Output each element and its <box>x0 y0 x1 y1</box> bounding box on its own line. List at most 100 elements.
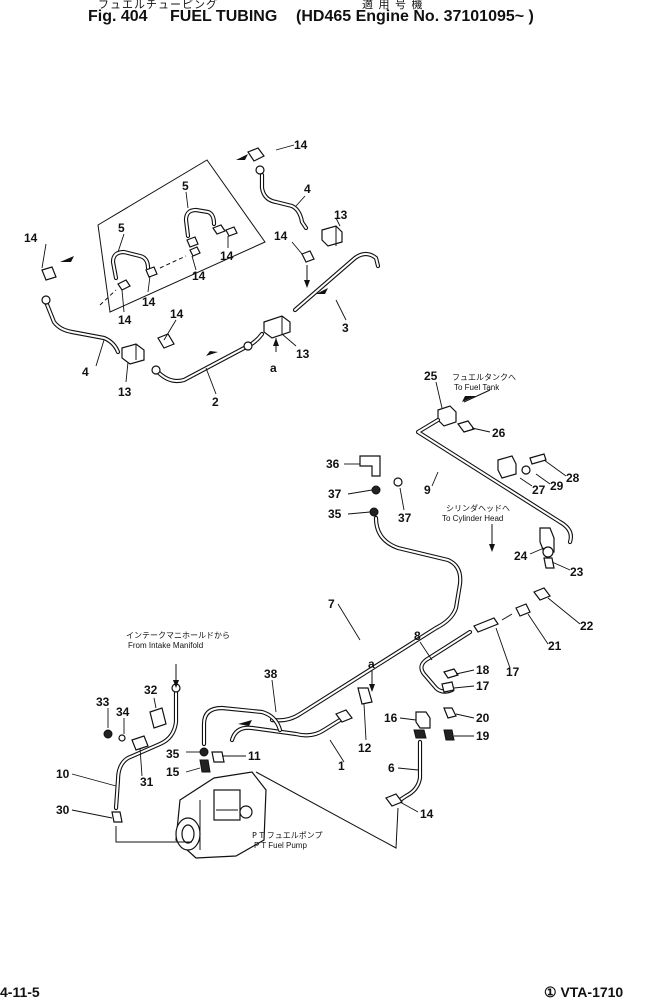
pt-fuel-pump <box>175 771 267 859</box>
elbow-14-left <box>41 266 57 281</box>
tube-5-left <box>110 249 151 281</box>
callout: 37 <box>398 511 412 525</box>
from-intake-manifold-label: From Intake Manifold <box>128 641 203 650</box>
callout: 14 <box>192 269 206 283</box>
callout: 24 <box>514 549 528 563</box>
elbow-14-mid <box>301 250 315 263</box>
leader-lines <box>41 144 581 819</box>
callout: 3 <box>342 321 349 335</box>
figure-number: Fig. 404 <box>88 8 148 25</box>
elbow-fittings-inset <box>117 224 238 291</box>
title-japanese: フュエルチューピング <box>98 0 218 11</box>
elbow-14-top <box>247 147 265 162</box>
washer-35-lower <box>199 747 209 757</box>
callout: 12 <box>358 741 372 755</box>
callout: 17 <box>476 679 490 693</box>
callout: 35 <box>328 507 342 521</box>
callout: 22 <box>580 619 594 633</box>
bolt-33 <box>103 729 113 739</box>
callout: 33 <box>96 695 110 709</box>
fitting-17-lower <box>441 681 455 693</box>
callout: 31 <box>140 775 154 789</box>
elbow-22 <box>533 587 551 601</box>
pt-fuel-pump-jp: P T フュエルポンプ <box>252 831 323 840</box>
callout: 14 <box>118 313 132 327</box>
clamp-32 <box>149 707 167 729</box>
washer-20 <box>443 707 457 719</box>
callout: 8 <box>414 629 421 643</box>
callout: 7 <box>328 597 335 611</box>
callout: 11 <box>248 749 261 763</box>
detail-inset-frame <box>97 159 266 313</box>
callout: 5 <box>118 221 125 235</box>
clamp-31 <box>131 735 149 751</box>
callout: 25 <box>424 369 438 383</box>
clamp-13-upper <box>321 225 343 247</box>
to-fuel-tank-jp: フュエルタンクへ <box>452 373 516 382</box>
callout: 36 <box>326 457 340 471</box>
to-cylinder-head-label: To Cylinder Head <box>442 514 503 523</box>
callout: 5 <box>182 179 189 193</box>
callout: 9 <box>424 483 431 497</box>
to-cylinder-head-jp: シリンダヘッドへ <box>446 503 510 513</box>
clamp-13-center <box>263 315 291 339</box>
callout: 14 <box>220 249 234 263</box>
sleeve-nut <box>255 165 265 175</box>
callout: 14 <box>294 138 308 152</box>
callout: 6 <box>388 761 395 775</box>
callout: 13 <box>118 385 132 399</box>
clamp-13-lower <box>121 343 145 365</box>
callout: 35 <box>166 747 180 761</box>
pt-fuel-pump-label: P T Fuel Pump <box>254 841 307 850</box>
to-fuel-tank-label: To Fuel Tank <box>454 383 500 392</box>
callout: 4 <box>304 182 311 196</box>
page-number: 4-11-5 <box>0 984 40 1000</box>
callout: 1 <box>338 759 345 773</box>
callout: 16 <box>384 711 398 725</box>
elbow-14-lower <box>157 333 175 349</box>
callout: 28 <box>566 471 580 485</box>
callout: 14 <box>420 807 434 821</box>
callout: 30 <box>56 803 70 817</box>
from-intake-manifold-jp: インテークマニホールドから <box>126 631 230 640</box>
applicability-japanese: 適 用 号 機 <box>362 0 424 11</box>
tube-4-lower <box>43 299 121 355</box>
callout: 10 <box>56 767 70 781</box>
bolt-19 <box>443 729 455 741</box>
callout: 15 <box>166 765 180 779</box>
washer-35 <box>369 507 379 517</box>
washer-34 <box>118 734 126 742</box>
callout: 4 <box>82 365 89 379</box>
connector-23-24 <box>539 527 555 569</box>
drawing-code: ① VTA-1710 <box>544 984 624 1000</box>
applicability: (HD465 Engine No. 37101095~ ) <box>296 8 534 25</box>
connector-11 <box>211 751 225 763</box>
callout: 13 <box>334 208 348 222</box>
callout: 21 <box>548 639 562 653</box>
clamp-36 <box>359 455 381 477</box>
callout: 20 <box>476 711 490 725</box>
ref-a-lower: a <box>368 657 375 671</box>
block-16 <box>415 711 431 729</box>
callout: 14 <box>274 229 288 243</box>
callout: 37 <box>328 487 342 501</box>
callout: 17 <box>506 665 520 679</box>
callout: 27 <box>532 483 546 497</box>
callout: 23 <box>570 565 584 579</box>
callout: 14 <box>142 295 156 309</box>
tube-6 <box>397 739 423 803</box>
connector-25 <box>437 405 457 427</box>
fitting-21 <box>515 603 531 617</box>
callout: 2 <box>212 395 219 409</box>
fitting-12 <box>357 687 373 705</box>
fitting-18 <box>443 668 459 679</box>
tube-38 <box>201 705 283 747</box>
callout: 13 <box>296 347 310 361</box>
elbow-14-bottom <box>385 793 403 807</box>
callout: 14 <box>170 307 184 321</box>
fitting-17-upper <box>473 617 499 633</box>
tube-2 <box>155 331 265 384</box>
elbow-26 <box>457 420 475 433</box>
callout: 18 <box>476 663 490 677</box>
tube-4-upper <box>259 172 309 231</box>
